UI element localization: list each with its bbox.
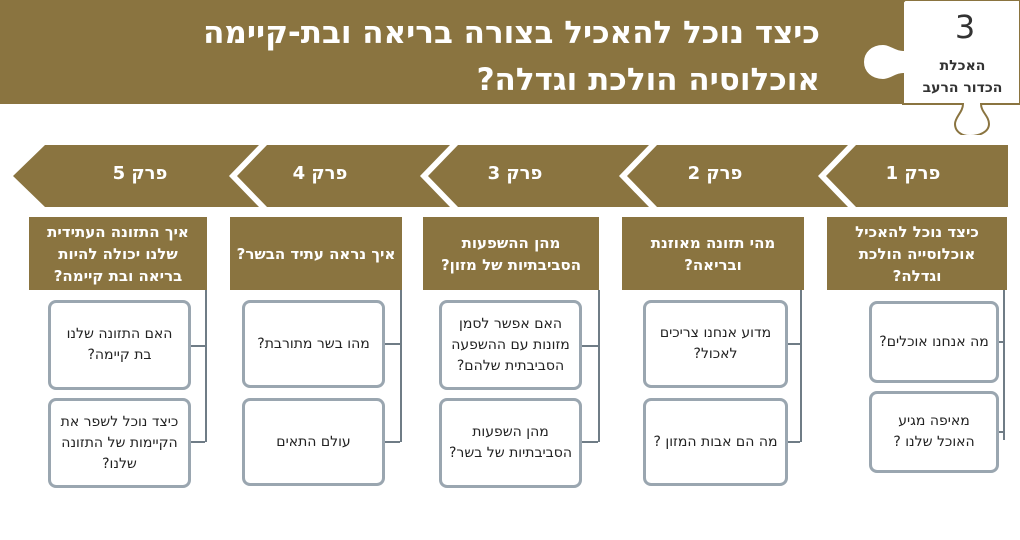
chapter-5-label[interactable]: פרק 5 [112, 163, 168, 184]
connector-tick [190, 345, 205, 347]
chapter-4-question-1[interactable]: מהו בשר מתורבת? [242, 300, 385, 388]
chevron-chapter-1 [826, 145, 1008, 207]
chapter-4-label[interactable]: פרק 4 [292, 163, 348, 184]
chevron-chapter-5 [13, 145, 259, 207]
chapter-1-heading: כיצד נוכל להאכיל אוכלוסייה הולכת וגדלה? [827, 217, 1007, 290]
chevron-chapter-3 [428, 145, 649, 207]
chapter-3-label[interactable]: פרק 3 [487, 163, 543, 184]
chapter-2-question-2[interactable]: מה הם אבות המזון ? [643, 398, 788, 486]
connector-tick [998, 341, 1004, 343]
chapter-1-question-1[interactable]: מה אנחנו אוכלים? [869, 301, 999, 383]
puzzle-badge [853, 0, 1020, 135]
title-line-1: כיצד נוכל להאכיל בצורה בריאה ובת-קיימה [203, 15, 820, 51]
connector-tick [384, 343, 400, 345]
connector-chapter-4 [398, 290, 402, 442]
connector-tick [384, 441, 400, 443]
badge-label-line-1: האכלת [939, 58, 986, 74]
chevron-chapter-2 [627, 145, 848, 207]
chapter-3-heading: מהן ההשפעות הסביבתיות של מזון? [423, 217, 599, 290]
chapter-1-label[interactable]: פרק 1 [885, 163, 941, 184]
connector-chapter-5 [203, 290, 207, 442]
header-banner [0, 0, 1020, 104]
chapter-chevron-row [13, 145, 1008, 207]
chapter-3-question-1[interactable]: האם אפשר לסמן מזונות עם ההשפעה הסביבתית … [439, 300, 582, 390]
connector-tick [998, 431, 1004, 433]
badge-label-line-2: הכדור הרעב [922, 80, 1003, 96]
connector-tick [787, 343, 800, 345]
connector-tick [582, 345, 598, 347]
chapter-5-question-2[interactable]: כיצד נוכל לשפר את הקיימות של התזונה שלנו… [48, 398, 191, 488]
chapter-3-question-2[interactable]: מהן השפעות הסביבתיות של בשר? [439, 398, 582, 488]
chapter-5-question-1[interactable]: האם התזונה שלנו בת קיימה? [48, 300, 191, 390]
chapter-2-heading: מהי תזונה מאוזנת ובריאה? [622, 217, 804, 290]
chapter-2-label[interactable]: פרק 2 [687, 163, 743, 184]
connector-chapter-2 [798, 290, 802, 442]
connector-chapter-3 [596, 290, 600, 442]
badge-number: 3 [954, 8, 976, 46]
connector-chapter-1 [1001, 290, 1005, 440]
title-line-2: אוכלוסיה הולכת וגדלה? [476, 62, 820, 98]
chevron-chapter-4 [237, 145, 450, 207]
connector-tick [787, 441, 800, 443]
chapter-2-question-1[interactable]: מדוע אנחנו צריכים לאכול? [643, 300, 788, 388]
chapter-4-heading: איך נראה עתיד הבשר? [230, 217, 402, 290]
connector-tick [582, 441, 598, 443]
connector-tick [190, 441, 205, 443]
chapter-1-question-2[interactable]: מאיפה מגיע האוכל שלנו ? [869, 391, 999, 473]
chapter-4-question-2[interactable]: עולם התאים [242, 398, 385, 486]
puzzle-piece-icon [861, 0, 1020, 135]
page-title: כיצד נוכל להאכיל בצורה בריאה ובת-קיימה א… [120, 10, 820, 104]
chapter-5-heading: איך התזונה העתידית שלנו יכולה להיות בריא… [29, 217, 207, 290]
